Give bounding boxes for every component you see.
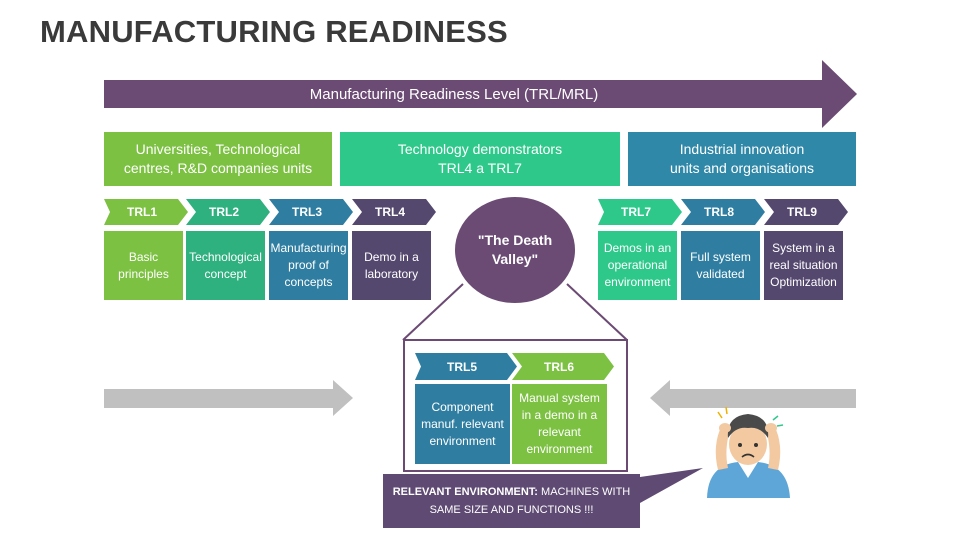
trl-desc-trl9: System in a real situation Optimization bbox=[764, 231, 843, 300]
trl-label-trl1: TRL1 bbox=[127, 205, 157, 219]
death-valley-circle: "The Death Valley" bbox=[455, 197, 575, 303]
trl-desc-trl7: Demos in an operational environment bbox=[598, 231, 677, 300]
trl-chevron-trl1 bbox=[104, 199, 188, 225]
trl-label-trl8: TRL8 bbox=[704, 205, 734, 219]
category-research: Universities, Technological centres, R&D… bbox=[104, 132, 332, 186]
zoom-frame bbox=[403, 339, 628, 472]
trl-desc-trl5: Component manuf. relevant environment bbox=[415, 384, 510, 464]
trl-desc-trl4: Demo in a laboratory bbox=[352, 231, 431, 300]
trl-desc-trl1: Basic principles bbox=[104, 231, 183, 300]
zoom-line-left bbox=[402, 283, 464, 341]
callout-pointer bbox=[640, 468, 703, 503]
category-demonstrators: Technology demonstrators TRL4 a TRL7 bbox=[340, 132, 620, 186]
trl-label-trl4: TRL4 bbox=[375, 205, 405, 219]
trl-chevron-trl2 bbox=[186, 199, 270, 225]
trl-desc-trl2: Technological concept bbox=[186, 231, 265, 300]
category-industrial: Industrial innovation units and organisa… bbox=[628, 132, 856, 186]
callout-text-part: MACHINES WITH SAME SIZE AND FUNCTIONS !!… bbox=[429, 486, 631, 516]
trl-chevron-trl4 bbox=[352, 199, 436, 225]
trl-desc-trl6: Manual system in a demo in a relevant en… bbox=[512, 384, 607, 464]
trl-label-trl3: TRL3 bbox=[292, 205, 322, 219]
left-grey-arrow bbox=[104, 380, 353, 416]
trl-chevron-trl8 bbox=[681, 199, 765, 225]
readiness-level-arrow bbox=[104, 60, 857, 128]
trl-label-trl9: TRL9 bbox=[787, 205, 817, 219]
zoom-line-right bbox=[566, 283, 628, 341]
right-grey-arrow bbox=[650, 380, 856, 416]
trl-label-trl7: TRL7 bbox=[621, 205, 651, 219]
trl-label-trl6: TRL6 bbox=[544, 359, 574, 374]
trl-desc-trl8: Full system validated bbox=[681, 231, 760, 300]
trl-desc-trl3: Manufacturing proof of concepts bbox=[269, 231, 348, 300]
trl-chevron-trl9 bbox=[764, 199, 848, 225]
page-title: MANUFACTURING READINESS bbox=[40, 14, 508, 49]
trl-chevron-trl3 bbox=[269, 199, 353, 225]
trl-chevron-trl5 bbox=[415, 353, 517, 380]
trl-label-trl5: TRL5 bbox=[447, 359, 477, 374]
callout-bold: RELEVANT ENVIRONMENT: bbox=[392, 486, 538, 498]
readiness-level-label: Manufacturing Readiness Level (TRL/MRL) bbox=[309, 85, 599, 103]
trl-label-trl2: TRL2 bbox=[209, 205, 239, 219]
trl-chevron-trl7 bbox=[598, 199, 682, 225]
relevant-environment-callout: RELEVANT ENVIRONMENT: MACHINES WITH SAME… bbox=[383, 474, 640, 528]
trl-chevron-trl6 bbox=[512, 353, 614, 380]
